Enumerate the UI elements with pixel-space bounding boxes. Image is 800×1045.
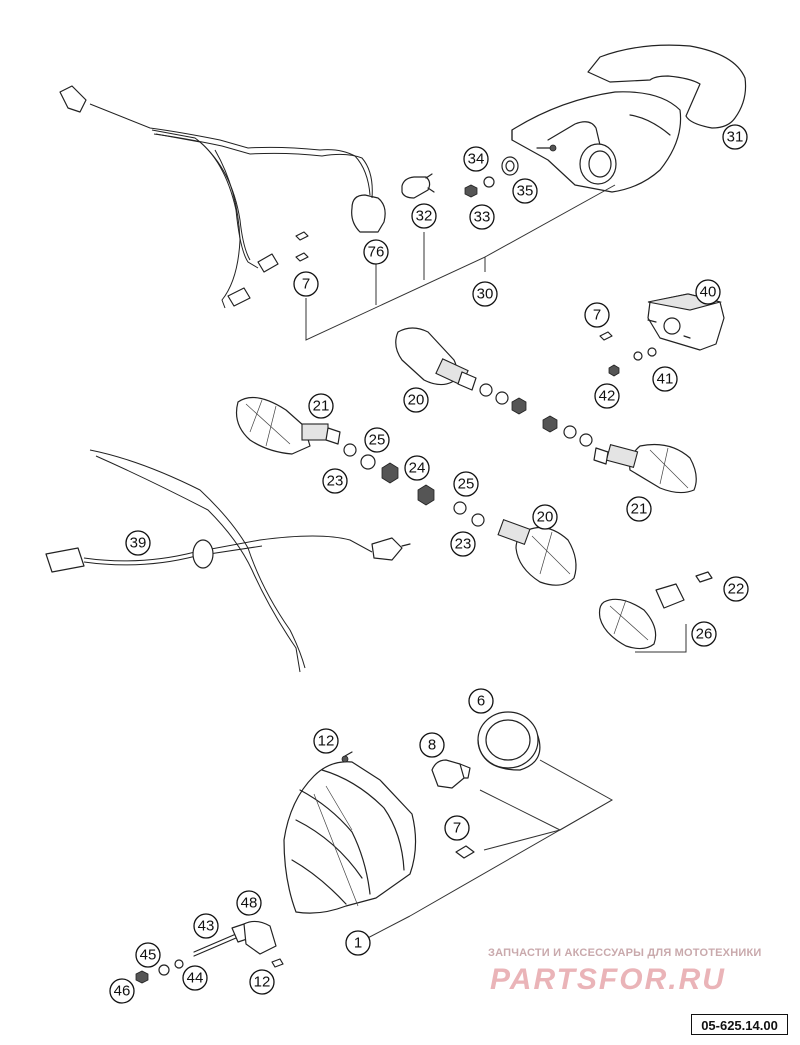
svg-text:6: 6 <box>477 693 485 710</box>
callout-23-right: 23 <box>450 531 476 557</box>
svg-text:41: 41 <box>657 371 674 388</box>
watermark-logo: PARTSFOR.RU <box>490 963 726 996</box>
callout-35: 35 <box>512 178 538 204</box>
svg-text:42: 42 <box>599 388 616 405</box>
svg-text:25: 25 <box>369 432 386 449</box>
callout-20-upper: 20 <box>403 387 429 413</box>
svg-text:44: 44 <box>187 970 204 987</box>
tail-light-assembly-drawing <box>59 44 747 377</box>
svg-text:76: 76 <box>368 244 385 261</box>
callout-40: 40 <box>695 279 721 305</box>
callout-48: 48 <box>236 890 262 916</box>
svg-text:25: 25 <box>458 476 475 493</box>
svg-text:39: 39 <box>130 535 147 552</box>
callout-7-headlight: 7 <box>444 815 470 841</box>
svg-text:23: 23 <box>455 536 472 553</box>
svg-text:23: 23 <box>327 473 344 490</box>
callout-31: 31 <box>722 124 748 150</box>
callout-25-left: 25 <box>364 427 390 453</box>
callout-23-left: 23 <box>322 468 348 494</box>
callout-30: 30 <box>472 281 498 307</box>
part-callouts: 31 34 35 33 32 76 7 30 40 7 41 42 20 21 … <box>109 124 749 1004</box>
callout-25-right: 25 <box>453 471 479 497</box>
watermark-tagline: ЗАПЧАСТИ И АКСЕССУАРЫ ДЛЯ МОТОТЕХНИКИ <box>488 947 762 959</box>
svg-text:21: 21 <box>631 501 648 518</box>
callout-7-plate: 7 <box>584 302 610 328</box>
callout-34: 34 <box>463 146 489 172</box>
svg-text:21: 21 <box>313 398 330 415</box>
callout-76: 76 <box>363 239 389 265</box>
callout-46: 46 <box>109 978 135 1004</box>
callout-44: 44 <box>182 965 208 991</box>
svg-text:43: 43 <box>198 918 215 935</box>
svg-text:7: 7 <box>453 820 461 837</box>
callout-24: 24 <box>404 455 430 481</box>
callout-33: 33 <box>469 204 495 230</box>
svg-text:26: 26 <box>696 626 713 643</box>
svg-text:30: 30 <box>477 286 494 303</box>
callout-32: 32 <box>411 203 437 229</box>
svg-text:46: 46 <box>114 983 131 1000</box>
callout-39: 39 <box>125 530 151 556</box>
headlight-drawing <box>135 711 541 984</box>
svg-text:20: 20 <box>408 392 425 409</box>
leader-lines <box>305 184 687 943</box>
callout-41: 41 <box>652 366 678 392</box>
svg-text:24: 24 <box>409 460 426 477</box>
callout-7-tail: 7 <box>293 271 319 297</box>
svg-text:40: 40 <box>700 284 717 301</box>
callout-12-bottom: 12 <box>249 969 275 995</box>
svg-text:33: 33 <box>474 209 491 226</box>
callout-43: 43 <box>193 913 219 939</box>
svg-text:22: 22 <box>728 581 745 598</box>
svg-text:45: 45 <box>140 947 157 964</box>
callout-21-right: 21 <box>626 496 652 522</box>
svg-text:7: 7 <box>593 307 601 324</box>
svg-text:48: 48 <box>241 895 258 912</box>
callout-8: 8 <box>419 732 445 758</box>
document-code: 05-625.14.00 <box>691 1014 788 1035</box>
svg-text:31: 31 <box>727 129 744 146</box>
svg-text:32: 32 <box>416 208 433 225</box>
callout-21-left: 21 <box>308 393 334 419</box>
turn-signal-drawing <box>45 327 713 673</box>
callout-22: 22 <box>723 576 749 602</box>
svg-text:34: 34 <box>468 151 485 168</box>
svg-text:1: 1 <box>354 935 362 952</box>
svg-text:20: 20 <box>537 509 554 526</box>
callout-45: 45 <box>135 942 161 968</box>
callout-20-lower: 20 <box>532 504 558 530</box>
callout-42: 42 <box>594 383 620 409</box>
svg-text:12: 12 <box>254 974 271 991</box>
callout-1: 1 <box>345 930 371 956</box>
svg-text:7: 7 <box>302 276 310 293</box>
callout-26: 26 <box>691 621 717 647</box>
svg-text:35: 35 <box>517 183 534 200</box>
callout-6: 6 <box>468 688 494 714</box>
svg-text:8: 8 <box>428 737 436 754</box>
svg-text:12: 12 <box>318 733 335 750</box>
callout-12-top: 12 <box>313 728 339 754</box>
